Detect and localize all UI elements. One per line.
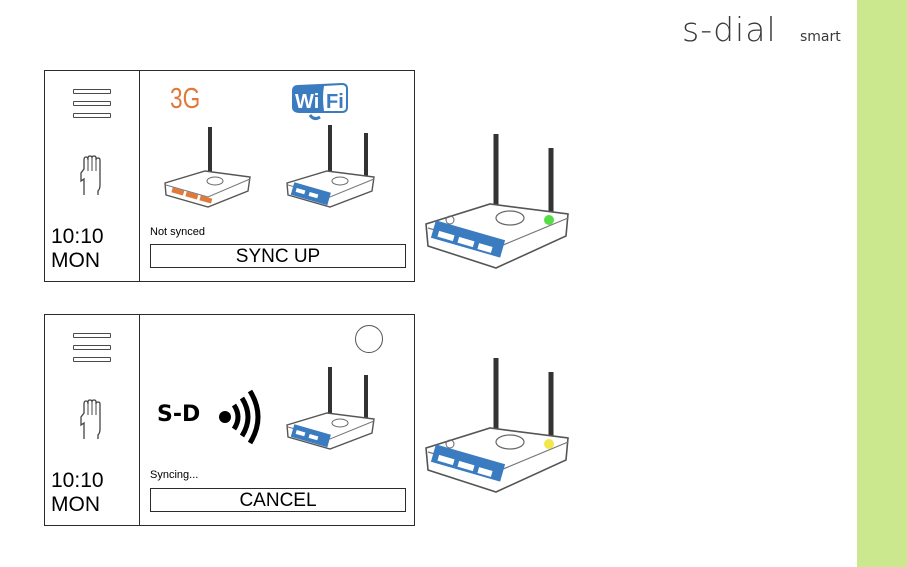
- clock: 10:10 MON: [51, 469, 104, 517]
- clock-time: 10:10: [51, 469, 104, 493]
- router-wifi-icon: [282, 123, 382, 213]
- router-3g-icon: [160, 123, 256, 209]
- screen-sidebar: 10:10 MON: [45, 71, 140, 281]
- device-screen-syncing: 10:10 MON S-D Syncing... CANCEL: [44, 314, 415, 526]
- clock-day: MON: [51, 493, 104, 517]
- screen-main: S-D Syncing... CANCEL: [140, 315, 414, 525]
- device-label: S-D: [157, 402, 200, 427]
- brand-name: s-dial: [682, 10, 777, 49]
- sync-up-button[interactable]: SYNC UP: [150, 244, 406, 268]
- wifi-logo-icon: Wi Fi: [288, 81, 350, 126]
- device-screen-not-synced: 10:10 MON 3G Wi Fi: [44, 70, 415, 282]
- screen-main: 3G Wi Fi: [140, 71, 414, 281]
- clock-day: MON: [51, 249, 104, 273]
- wifi-label-fi: Fi: [326, 91, 344, 113]
- clock-time: 10:10: [51, 225, 104, 249]
- router-top-green-led-icon: [420, 130, 580, 272]
- router-bottom-yellow-led-icon: [420, 354, 580, 496]
- hand-icon[interactable]: [76, 155, 108, 197]
- side-strip: [857, 0, 907, 567]
- brand-suffix: smart: [800, 29, 841, 45]
- wifi-label-wi: Wi: [295, 91, 319, 113]
- network-3g-label: 3G: [170, 83, 200, 116]
- sync-status-text: Syncing...: [150, 469, 198, 481]
- screen-sidebar: 10:10 MON: [45, 315, 140, 525]
- cancel-button[interactable]: CANCEL: [150, 488, 406, 512]
- circle-indicator-icon: [355, 325, 383, 353]
- hand-icon[interactable]: [76, 399, 108, 441]
- menu-icon[interactable]: [73, 89, 113, 123]
- clock: 10:10 MON: [51, 225, 104, 273]
- sync-status-text: Not synced: [150, 226, 205, 238]
- signal-waves-icon: [218, 389, 264, 445]
- menu-icon[interactable]: [73, 333, 113, 367]
- router-wifi-icon: [282, 365, 382, 455]
